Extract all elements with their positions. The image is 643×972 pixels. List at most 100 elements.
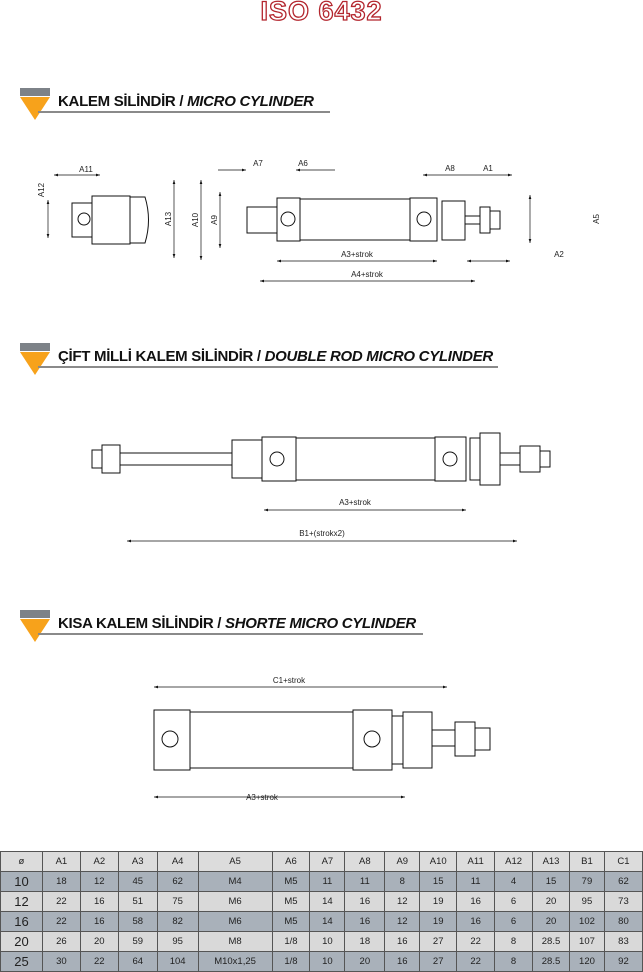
section-title-tr: KISA KALEM SİLİNDİR — [58, 615, 214, 632]
table-cell: 104 — [156, 951, 199, 972]
table-cell: 28.5 — [532, 931, 570, 952]
section-underline — [38, 366, 498, 368]
table-cell: 20 — [532, 911, 570, 932]
dim-label-a3-strok: A3+strok — [339, 498, 372, 507]
dimension-lines — [46, 168, 532, 799]
table-cell: A5 — [197, 851, 273, 872]
table-cell: M5 — [271, 911, 311, 932]
table-cell: 58 — [117, 911, 158, 932]
table-cell: M8 — [197, 931, 273, 952]
table-cell: 8 — [494, 931, 534, 952]
table-cell: 22 — [41, 911, 81, 932]
table-cell: 75 — [156, 891, 199, 912]
table-cell: M6 — [197, 911, 273, 932]
table-cell: 19 — [419, 891, 458, 912]
dim-label-a11: A11 — [79, 165, 93, 174]
table-cell: A8 — [344, 851, 386, 872]
table-cell: 59 — [117, 931, 158, 952]
table-cell: 6 — [494, 911, 534, 932]
table-cell: A13 — [532, 851, 570, 872]
diameter-cell: 10 — [0, 871, 43, 892]
table-cell: 22 — [41, 891, 81, 912]
dim-label-a13: A13 — [164, 211, 173, 226]
table-cell: 10 — [309, 931, 346, 952]
section-underline — [38, 633, 423, 635]
table-cell: 15 — [532, 871, 570, 892]
dim-label-a8: A8 — [445, 164, 455, 173]
table-cell: 30 — [41, 951, 81, 972]
table-cell: 12 — [384, 891, 421, 912]
table-cell: 64 — [117, 951, 158, 972]
table-cell: 82 — [156, 911, 199, 932]
table-cell: M6 — [197, 891, 273, 912]
table-cell: 20 — [344, 951, 386, 972]
triangle-marker-icon — [20, 343, 50, 375]
dim-label-a5: A5 — [592, 214, 601, 224]
table-cell: 79 — [569, 871, 605, 892]
dim-label-a6: A6 — [298, 159, 308, 168]
dim-label-a4-strok: A4+strok — [351, 270, 384, 279]
table-cell: 6 — [494, 891, 534, 912]
table-cell: M4 — [197, 871, 273, 892]
table-cell: M10x1,25 — [197, 951, 273, 972]
table-cell: 22 — [79, 951, 119, 972]
table-cell: 1/8 — [271, 931, 311, 952]
separator: / — [213, 615, 226, 632]
short-cylinder-drawing — [153, 709, 491, 771]
table-cell: 62 — [156, 871, 199, 892]
double-rod-cylinder-drawing — [91, 432, 551, 486]
table-cell: 16 — [79, 911, 119, 932]
table-cell: 16 — [384, 951, 421, 972]
table-cell: 16 — [384, 931, 421, 952]
table-cell: 28.5 — [532, 951, 570, 972]
table-cell: A11 — [456, 851, 496, 872]
table-cell: 11 — [309, 871, 346, 892]
section-underline — [38, 111, 330, 113]
table-cell: 12 — [79, 871, 119, 892]
section-title-en: DOUBLE ROD MICRO CYLINDER — [264, 348, 494, 365]
table-cell: C1 — [603, 851, 643, 872]
dim-label-a9: A9 — [210, 215, 219, 225]
table-cell: A12 — [494, 851, 534, 872]
triangle-marker-icon — [20, 610, 50, 642]
table-cell: A10 — [419, 851, 458, 872]
dim-label-a3-strok: A3+strok — [341, 250, 374, 259]
table-cell: 83 — [603, 931, 643, 952]
table-cell: 16 — [79, 891, 119, 912]
dim-label-a7: A7 — [253, 159, 263, 168]
table-cell: 80 — [603, 911, 643, 932]
dim-label-a3-strok: A3+strok — [246, 793, 279, 802]
dim-label-a1: A1 — [483, 164, 493, 173]
table-cell: A9 — [384, 851, 421, 872]
table-cell: A3 — [117, 851, 158, 872]
diameter-cell: ø — [0, 851, 43, 872]
diameter-cell: 12 — [0, 891, 43, 912]
diameter-cell: 25 — [0, 951, 43, 972]
section-title-tr: ÇİFT MİLLİ KALEM SİLİNDİR — [58, 348, 253, 365]
table-cell: 16 — [344, 911, 386, 932]
end-view-drawing — [71, 195, 149, 245]
table-cell: 16 — [344, 891, 386, 912]
separator: / — [175, 93, 188, 110]
table-cell: 11 — [344, 871, 386, 892]
table-cell: 95 — [569, 891, 605, 912]
table-cell: A2 — [79, 851, 119, 872]
table-cell: 120 — [569, 951, 605, 972]
section-title-tr: KALEM SİLİNDİR — [58, 93, 176, 110]
table-cell: 14 — [309, 891, 346, 912]
dim-label-c1-strok: C1+strok — [273, 676, 306, 685]
table-cell: 8 — [384, 871, 421, 892]
table-cell: 15 — [419, 871, 458, 892]
table-cell: M5 — [271, 871, 311, 892]
table-cell: 16 — [456, 911, 496, 932]
page-title: ISO 6432 — [260, 0, 383, 27]
table-cell: A7 — [309, 851, 346, 872]
section-title-en: MICRO CYLINDER — [187, 93, 314, 110]
table-cell: 11 — [456, 871, 496, 892]
table-cell: B1 — [569, 851, 605, 872]
